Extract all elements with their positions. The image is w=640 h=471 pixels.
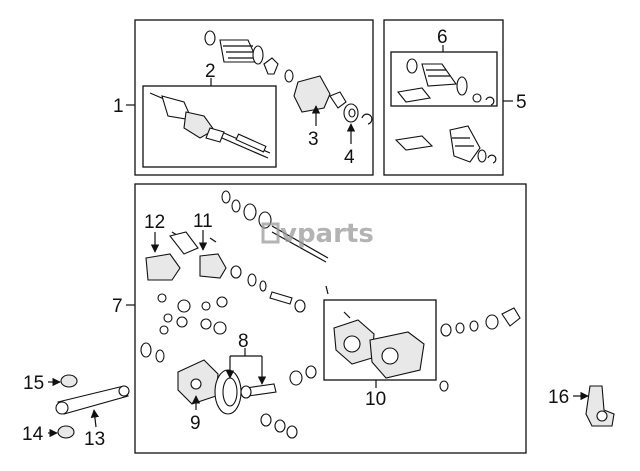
bushing-15 (60, 374, 78, 388)
sub-box-2 (142, 85, 277, 168)
pinion-gear-cluster (140, 293, 228, 363)
axle-shaft-group (134, 19, 374, 176)
external-parts (55, 374, 615, 439)
group-box-1 (134, 19, 374, 176)
carrier-parts-11-12 (145, 231, 329, 313)
diff-housing-10 (333, 311, 425, 379)
group-box-5 (383, 19, 504, 176)
group-box-7 (134, 183, 527, 454)
boot-lower (449, 125, 481, 163)
outboard-joint (293, 75, 331, 113)
support-arm-13 (57, 385, 129, 415)
callout-11: 11 (193, 211, 213, 232)
bushing-14 (57, 425, 75, 439)
watermark: vparts (261, 219, 374, 249)
leader-lines (48, 45, 589, 438)
grease-packet-lower (394, 135, 434, 151)
boot-kit-group (383, 19, 504, 176)
boot-clamp-large (252, 45, 264, 65)
callout-1: 1 (113, 96, 124, 117)
callout-6: 6 (437, 27, 448, 48)
boot-clamp-small (204, 30, 216, 46)
callout-15: 15 (23, 373, 44, 394)
side-shaft (271, 225, 329, 259)
callout-7: 7 (112, 296, 123, 317)
sub-box-10 (323, 299, 437, 381)
callout-16: 16 (548, 387, 569, 408)
callout-10: 10 (365, 389, 386, 410)
output-flange (501, 307, 521, 327)
grease-packet-6 (396, 87, 432, 103)
watermark-text: vparts (280, 219, 374, 249)
sub-box-6 (390, 51, 498, 107)
watermark-logo-icon (261, 222, 280, 244)
boot-kit-boot (421, 63, 458, 87)
snap-ring-4 (361, 113, 373, 125)
callout-9: 9 (190, 413, 201, 434)
callout-13: 13 (84, 429, 105, 450)
callout-4: 4 (344, 147, 355, 168)
callout-12: 12 (144, 212, 165, 233)
snap-ring-upper (284, 69, 294, 83)
differential-group (134, 183, 527, 454)
callout-5: 5 (516, 92, 527, 113)
shaft-assembly-2 (149, 92, 271, 159)
bolt-11 (209, 237, 217, 243)
callout-8: 8 (238, 331, 249, 352)
boot-upper (219, 39, 259, 63)
diff-case-gears (177, 359, 317, 439)
cv-joint-inner (183, 111, 215, 139)
output-seals (439, 307, 521, 392)
upper-shaft-parts (204, 30, 373, 125)
part-11 (199, 253, 227, 279)
boot-kit-6 (396, 58, 495, 106)
tripod-joint (263, 57, 279, 75)
callout-2: 2 (205, 61, 216, 82)
axle-bar (221, 137, 269, 159)
callout-3: 3 (308, 129, 319, 150)
callout-14: 14 (22, 424, 44, 445)
part-12 (145, 253, 181, 281)
joint-neck (329, 91, 347, 109)
callout-labels: 1 2 3 4 5 6 7 8 9 10 11 12 13 14 15 16 (22, 27, 569, 450)
